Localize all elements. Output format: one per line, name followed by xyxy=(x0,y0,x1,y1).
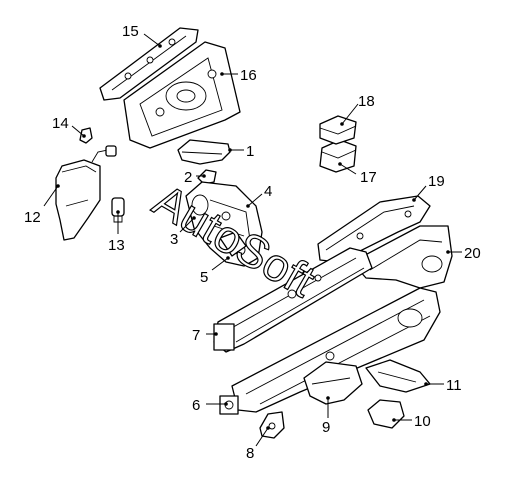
part-6-lower-rail xyxy=(219,287,441,415)
callout-11: 11 xyxy=(446,377,462,394)
part-17-block xyxy=(319,139,357,173)
part-3-4-5-mount-assembly xyxy=(185,181,263,267)
part-11-bracket xyxy=(365,359,431,393)
part-15-cowl-strip xyxy=(99,27,199,101)
part-19-upper-rail xyxy=(317,195,431,263)
callout-15: 15 xyxy=(122,23,139,40)
callout-12: 12 xyxy=(24,209,41,226)
part-20-wheelhouse xyxy=(351,225,453,289)
part-10-bracket xyxy=(367,399,405,429)
callout-20: 20 xyxy=(464,245,481,262)
part-7-front-member xyxy=(213,247,373,353)
part-9-crossmember xyxy=(303,361,363,405)
callout-8: 8 xyxy=(246,445,254,462)
leader-lines xyxy=(43,33,462,447)
callout-2: 2 xyxy=(184,169,192,186)
part-1-box xyxy=(177,139,231,165)
callout-14: 14 xyxy=(52,115,69,132)
part-18-block xyxy=(319,115,357,145)
callout-16: 16 xyxy=(240,67,257,84)
callout-10: 10 xyxy=(414,413,431,430)
part-12-reservoir xyxy=(55,145,117,241)
callout-labels: 1 2 3 4 5 6 7 8 9 10 11 12 13 14 15 16 1… xyxy=(24,23,481,462)
callout-17: 17 xyxy=(360,169,377,186)
callout-6: 6 xyxy=(192,397,200,414)
callout-5: 5 xyxy=(200,269,208,286)
callout-7: 7 xyxy=(192,327,200,344)
part-16-bulkhead-panel xyxy=(123,41,241,149)
part-2-bracket xyxy=(197,169,217,185)
callout-3: 3 xyxy=(170,231,178,248)
callout-1: 1 xyxy=(246,143,254,160)
callout-13: 13 xyxy=(108,237,125,254)
callout-18: 18 xyxy=(358,93,375,110)
callout-4: 4 xyxy=(264,183,272,200)
callout-19: 19 xyxy=(428,173,445,190)
part-14-cap xyxy=(79,127,93,144)
callout-9: 9 xyxy=(322,419,330,436)
